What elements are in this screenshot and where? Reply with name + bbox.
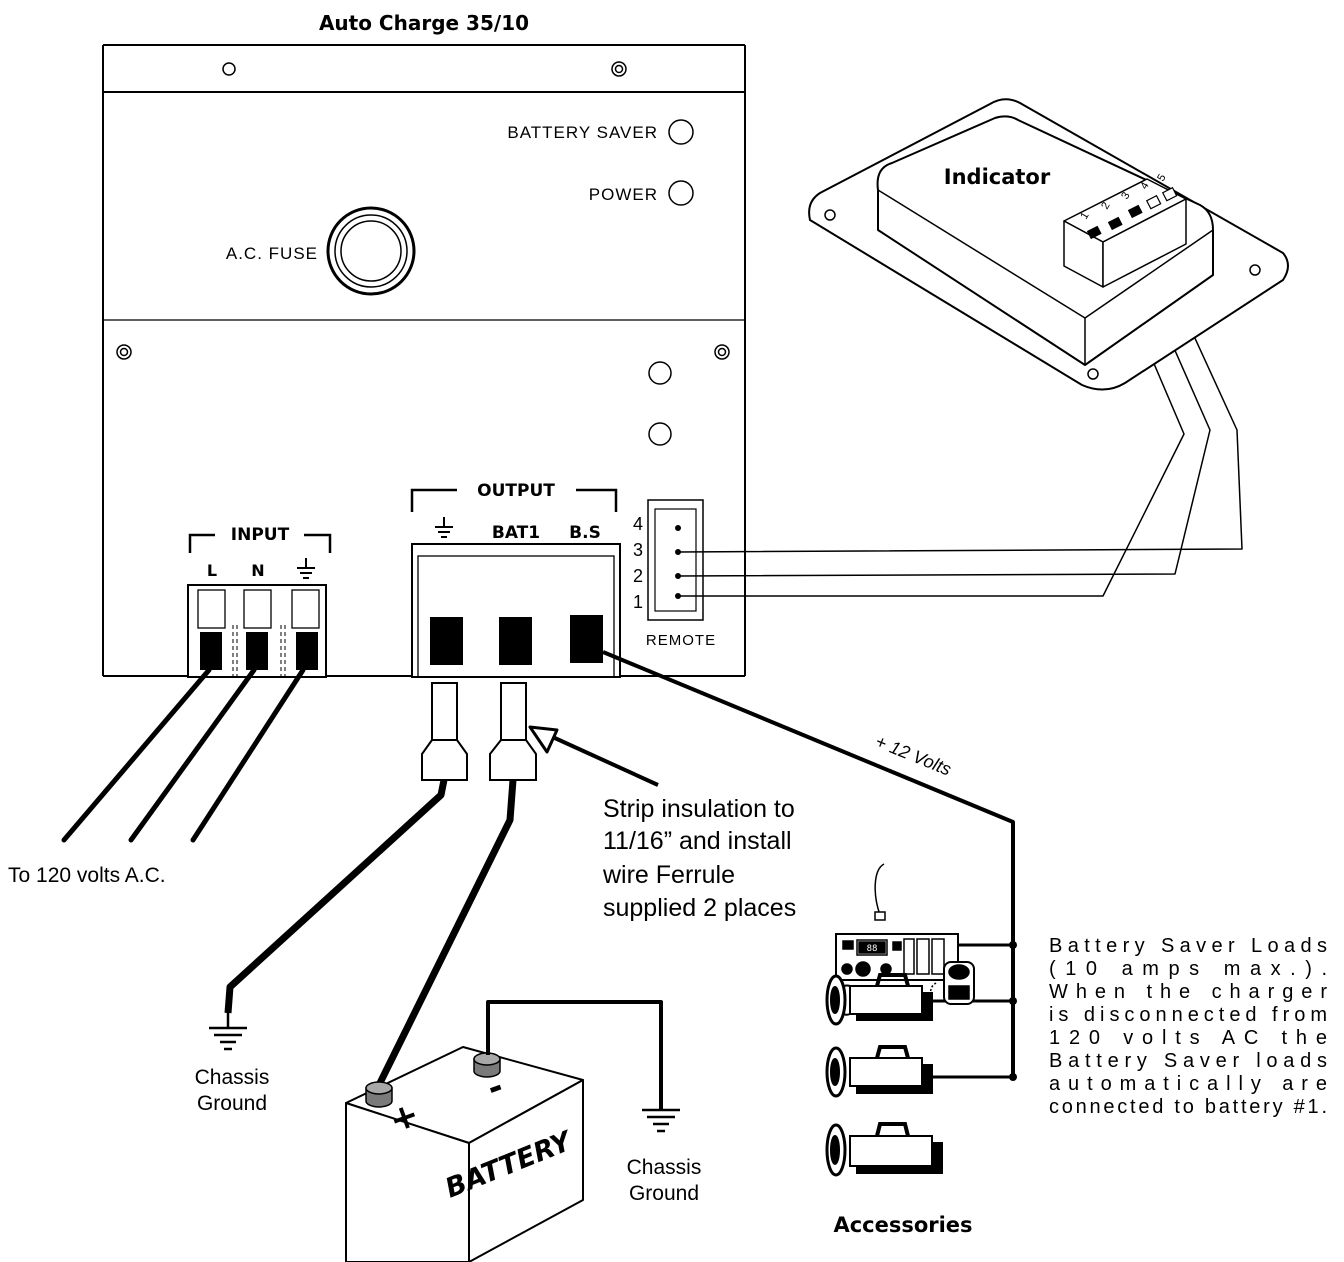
wire-ferrule: [421, 682, 537, 781]
ac-fuse-label: A.C. FUSE: [226, 244, 318, 263]
input-screw-l: [200, 632, 222, 670]
indicator-mount-hole: [824, 209, 836, 221]
battery: [345, 1046, 584, 1262]
saver-note: When the charger: [1049, 981, 1327, 1003]
battery-negative-wire: [486, 1000, 663, 1110]
ground-wire: [224, 779, 448, 1014]
chassis-ground-label: Ground: [629, 1182, 699, 1205]
battery-saver-label: BATTERY SAVER: [507, 123, 658, 142]
spotlight-icon: [825, 973, 933, 1026]
indicator-body: [876, 115, 1214, 366]
strip-note: 11/16” and install: [603, 827, 792, 855]
strip-note: Strip insulation to: [603, 795, 795, 823]
chassis-ground-icon: [642, 1108, 680, 1133]
input-screw-n: [246, 632, 268, 670]
output-screw-ground: [430, 617, 463, 665]
spotlight-icon: [825, 1122, 943, 1177]
input-heading: INPUT: [231, 525, 290, 545]
saver-note: is disconnected from: [1049, 1004, 1327, 1026]
input-terminal-n: N: [251, 561, 264, 580]
bus-junction: [1009, 941, 1017, 949]
ac-input-wire: [61, 667, 306, 843]
indicator-pin-number: 2: [1099, 200, 1112, 211]
strip-note: supplied 2 places: [603, 894, 796, 922]
spotlight-icon: [825, 1045, 933, 1098]
chassis-ground-label: Chassis: [627, 1156, 702, 1179]
input-bracket: [188, 533, 215, 553]
output-terminal-bs: B.S: [569, 523, 601, 543]
ground-icon: [435, 517, 453, 538]
saver-note: automatically are: [1049, 1073, 1327, 1095]
output-heading: OUTPUT: [477, 481, 555, 501]
remote-connector-inner: [654, 508, 697, 612]
remote-pin-number: 3: [633, 540, 643, 560]
indicator-body-edge: [1084, 229, 1214, 319]
input-bracket: [304, 533, 332, 553]
strip-note: wire Ferrule: [602, 861, 735, 889]
battery-positive-post: [365, 1081, 393, 1108]
saver-note: Battery Saver loads: [1049, 1050, 1327, 1072]
indicator-pin: [1145, 186, 1178, 210]
saver-note: Battery Saver Loads: [1049, 935, 1327, 957]
remote-pin-number: 2: [633, 566, 643, 586]
diagram-title: Auto Charge 35/10: [319, 11, 529, 35]
output-screw-bat1: [499, 617, 532, 665]
indicator-mount-hole: [1087, 368, 1099, 380]
output-terminal-bat1: BAT1: [492, 523, 540, 543]
indicator-body-edge: [877, 189, 1086, 319]
radio-display: 88: [867, 944, 878, 954]
remote-pin: [675, 525, 681, 531]
indicator-pin-number: 3: [1119, 190, 1132, 201]
indicator-pin-number: 5: [1155, 172, 1168, 183]
saver-note: 120 volts AC the: [1049, 1027, 1327, 1049]
chassis-ground-icon: [209, 1012, 247, 1051]
saver-note: (10 amps max.).: [1049, 958, 1327, 980]
indicator-pin-number: 4: [1138, 180, 1151, 191]
bus-junction: [1009, 997, 1017, 1005]
output-bracket: [410, 488, 457, 512]
lower-panel-hole: [648, 361, 672, 385]
volts-label: + 12 Volts: [873, 731, 955, 779]
remote-connector: [647, 499, 704, 621]
charger-housing: [102, 44, 746, 677]
battery-negative-post: [473, 1052, 501, 1078]
bus-junction: [1009, 1073, 1017, 1081]
remote-pin-number: 1: [633, 592, 643, 612]
power-led: [668, 180, 694, 206]
saver-note: connected to battery #1.: [1049, 1096, 1327, 1118]
input-terminal-l: L: [207, 561, 217, 580]
indicator-mount-hole: [1249, 264, 1261, 276]
mounting-screw: [116, 61, 730, 360]
output-terminal-block: [411, 543, 621, 678]
output-screw-bs: [570, 615, 603, 663]
ferrule-arrow-head: [528, 725, 559, 754]
battery-positive-wire: [375, 779, 517, 1087]
chassis-ground-label: Ground: [197, 1092, 267, 1115]
battery-saver-led: [668, 119, 694, 145]
input-terminal-block: [187, 584, 327, 678]
remote-label: REMOTE: [646, 632, 716, 649]
indicator-title: Indicator: [944, 165, 1051, 189]
ac-source-label: To 120 volts A.C.: [8, 864, 166, 887]
radio-icon: [835, 863, 975, 1005]
remote-pin-number: 4: [633, 514, 643, 534]
power-label: POWER: [589, 185, 658, 204]
chassis-ground-label: Chassis: [195, 1066, 270, 1089]
battery-saver-wire: [602, 650, 1015, 1077]
indicator-pin-number: 1: [1078, 210, 1091, 221]
accessories-label: Accessories: [833, 1213, 972, 1237]
input-screw-ground: [296, 632, 318, 670]
lower-panel-hole: [648, 422, 672, 446]
ferrule-arrow: [545, 732, 659, 787]
output-bracket: [576, 488, 618, 512]
ground-icon: [297, 558, 315, 579]
ac-fuse-holder: [326, 206, 416, 296]
indicator-pin: [1086, 204, 1143, 240]
